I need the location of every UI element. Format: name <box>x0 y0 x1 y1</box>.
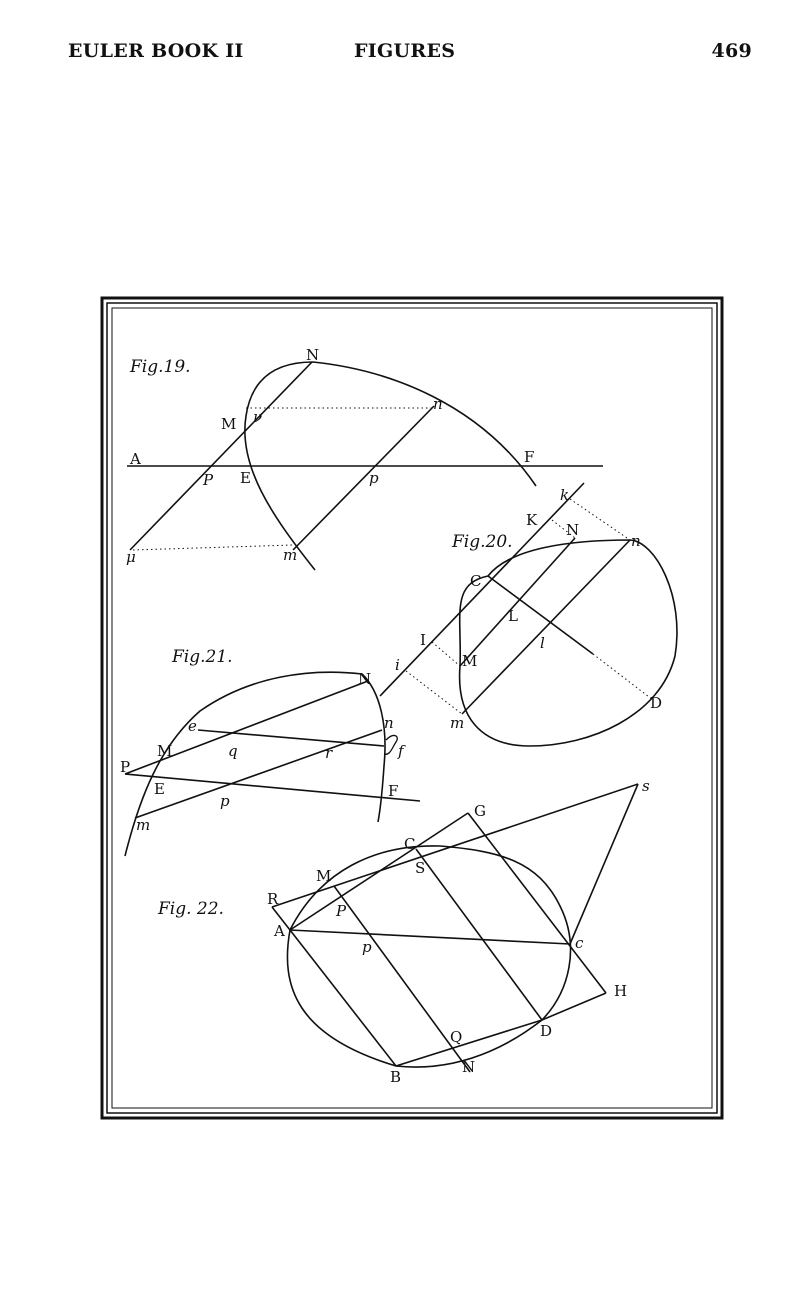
fig22-label-Q: Q <box>450 1028 462 1046</box>
fig20-dotted-KN <box>551 519 576 539</box>
fig19-label-F: F <box>524 448 534 466</box>
fig21-label-m: m <box>136 816 150 834</box>
figure-plate: Fig.19. N M ν n A P E p F μ m Fig.20. k … <box>100 296 724 1120</box>
fig22-label-N: N <box>462 1058 475 1076</box>
fig19-label-N: N <box>306 346 319 364</box>
fig19-label-n: n <box>433 395 443 413</box>
fig19-title: Fig.19. <box>129 357 191 377</box>
fig21-line-PN <box>124 680 369 775</box>
section-title: FIGURES <box>354 40 456 62</box>
fig20-oval <box>458 539 678 747</box>
fig20-label-i: i <box>395 656 400 674</box>
fig21-label-n: n <box>384 714 394 732</box>
fig22-chord-CD <box>415 848 543 1021</box>
fig22-oval <box>286 845 572 1068</box>
fig21-labels: N e n M q r f P E p F m <box>120 670 406 834</box>
plate-frame <box>100 296 724 1120</box>
figure-21 <box>124 671 421 857</box>
fig19-label-E: E <box>240 469 251 487</box>
fig20-label-l: l <box>540 634 545 652</box>
fig20-dotted-im <box>405 670 463 715</box>
fig21-label-N: N <box>358 670 371 688</box>
fig22-line-Ac <box>289 929 571 945</box>
fig19-label-P: P <box>202 471 214 489</box>
fig20-diameter <box>487 575 594 655</box>
fig20-title: Fig.20. <box>451 532 513 552</box>
fig20-label-N: N <box>566 521 579 539</box>
figure-20 <box>379 482 678 747</box>
fig22-label-A: A <box>273 922 285 940</box>
fig21-label-e: e <box>188 717 197 735</box>
fig22-label-M: M <box>316 867 331 885</box>
fig20-label-L: L <box>508 607 518 625</box>
fig21-label-E: E <box>154 780 165 798</box>
fig20-dotted-IM <box>431 641 461 667</box>
fig22-line-BD <box>395 1019 543 1067</box>
fig19-curve <box>244 361 537 571</box>
fig22-title: Fig. 22. <box>157 899 224 919</box>
fig20-label-n: n <box>631 532 641 550</box>
fig19-dotted-bottom <box>132 544 294 551</box>
running-header: EULER BOOK II FIGURES 469 <box>68 40 752 68</box>
fig22-label-B: B <box>390 1068 401 1086</box>
fig22-line-RA <box>271 906 291 931</box>
fig20-label-m: m <box>450 714 464 732</box>
fig21-title: Fig.21. <box>171 647 233 667</box>
fig22-line-DH <box>541 992 607 1021</box>
fig20-label-M: M <box>462 652 477 670</box>
fig21-label-q: q <box>228 742 238 760</box>
fig21-label-F: F <box>388 782 398 800</box>
fig20-label-K: K <box>526 511 538 529</box>
fig21-curve <box>124 671 386 857</box>
fig20-label-C: C <box>470 572 481 590</box>
fig19-label-p: p <box>369 469 379 487</box>
fig22-line-Rs <box>271 783 639 908</box>
fig19-ordinate-mn <box>292 405 435 551</box>
fig19-label-nu: ν <box>253 408 262 426</box>
fig22-chord-AB <box>289 929 397 1067</box>
fig22-label-P: P <box>335 902 347 920</box>
figure-19 <box>127 361 603 571</box>
fig20-dotted-kn <box>569 498 631 541</box>
fig22-line-cs <box>569 783 639 945</box>
fig22-label-R: R <box>267 890 279 908</box>
fig21-line-ef <box>197 729 385 747</box>
fig19-ordinate-MN <box>129 361 313 551</box>
fig19-label-A: A <box>129 450 141 468</box>
fig22-label-D: D <box>540 1022 552 1040</box>
fig22-label-p: p <box>362 938 372 956</box>
fig21-label-M: M <box>157 742 172 760</box>
fig22-line-GH <box>467 812 607 994</box>
fig20-chord-mn <box>461 539 631 715</box>
book-title: EULER BOOK II <box>68 40 244 62</box>
fig22-labels: G s C S M R P A p c H D Q B N <box>267 777 650 1086</box>
fig22-label-G: G <box>474 802 486 820</box>
fig22-label-s: s <box>642 777 650 795</box>
fig20-diameter-dotted <box>592 653 654 701</box>
fig19-label-m: m <box>283 546 297 564</box>
fig22-label-C: C <box>404 835 415 853</box>
fig21-label-r: r <box>325 744 333 762</box>
fig22-label-S: S <box>415 859 425 877</box>
fig19-labels: N M ν n A P E p F μ m <box>126 346 534 566</box>
fig20-label-D: D <box>650 694 662 712</box>
fig20-labels: k K N n C L l I i M m D <box>395 486 662 732</box>
fig20-label-k: k <box>560 486 569 504</box>
fig21-line-PF <box>124 773 421 802</box>
fig22-label-H: H <box>614 982 627 1000</box>
fig19-label-M: M <box>221 415 236 433</box>
fig21-f-mark <box>383 734 398 755</box>
figure-22 <box>271 783 639 1073</box>
page-number: 469 <box>711 40 752 62</box>
fig20-chord-MN <box>459 537 576 667</box>
fig21-label-P: P <box>120 758 130 776</box>
fig21-line-mn <box>134 729 383 819</box>
fig21-label-f: f <box>397 742 406 760</box>
fig22-label-c: c <box>575 934 584 952</box>
fig20-label-I: I <box>420 631 426 649</box>
fig22-chord-MN <box>333 885 471 1073</box>
fig21-label-p: p <box>220 792 230 810</box>
fig20-tangent-line <box>379 482 585 697</box>
fig19-label-mu: μ <box>126 548 136 566</box>
